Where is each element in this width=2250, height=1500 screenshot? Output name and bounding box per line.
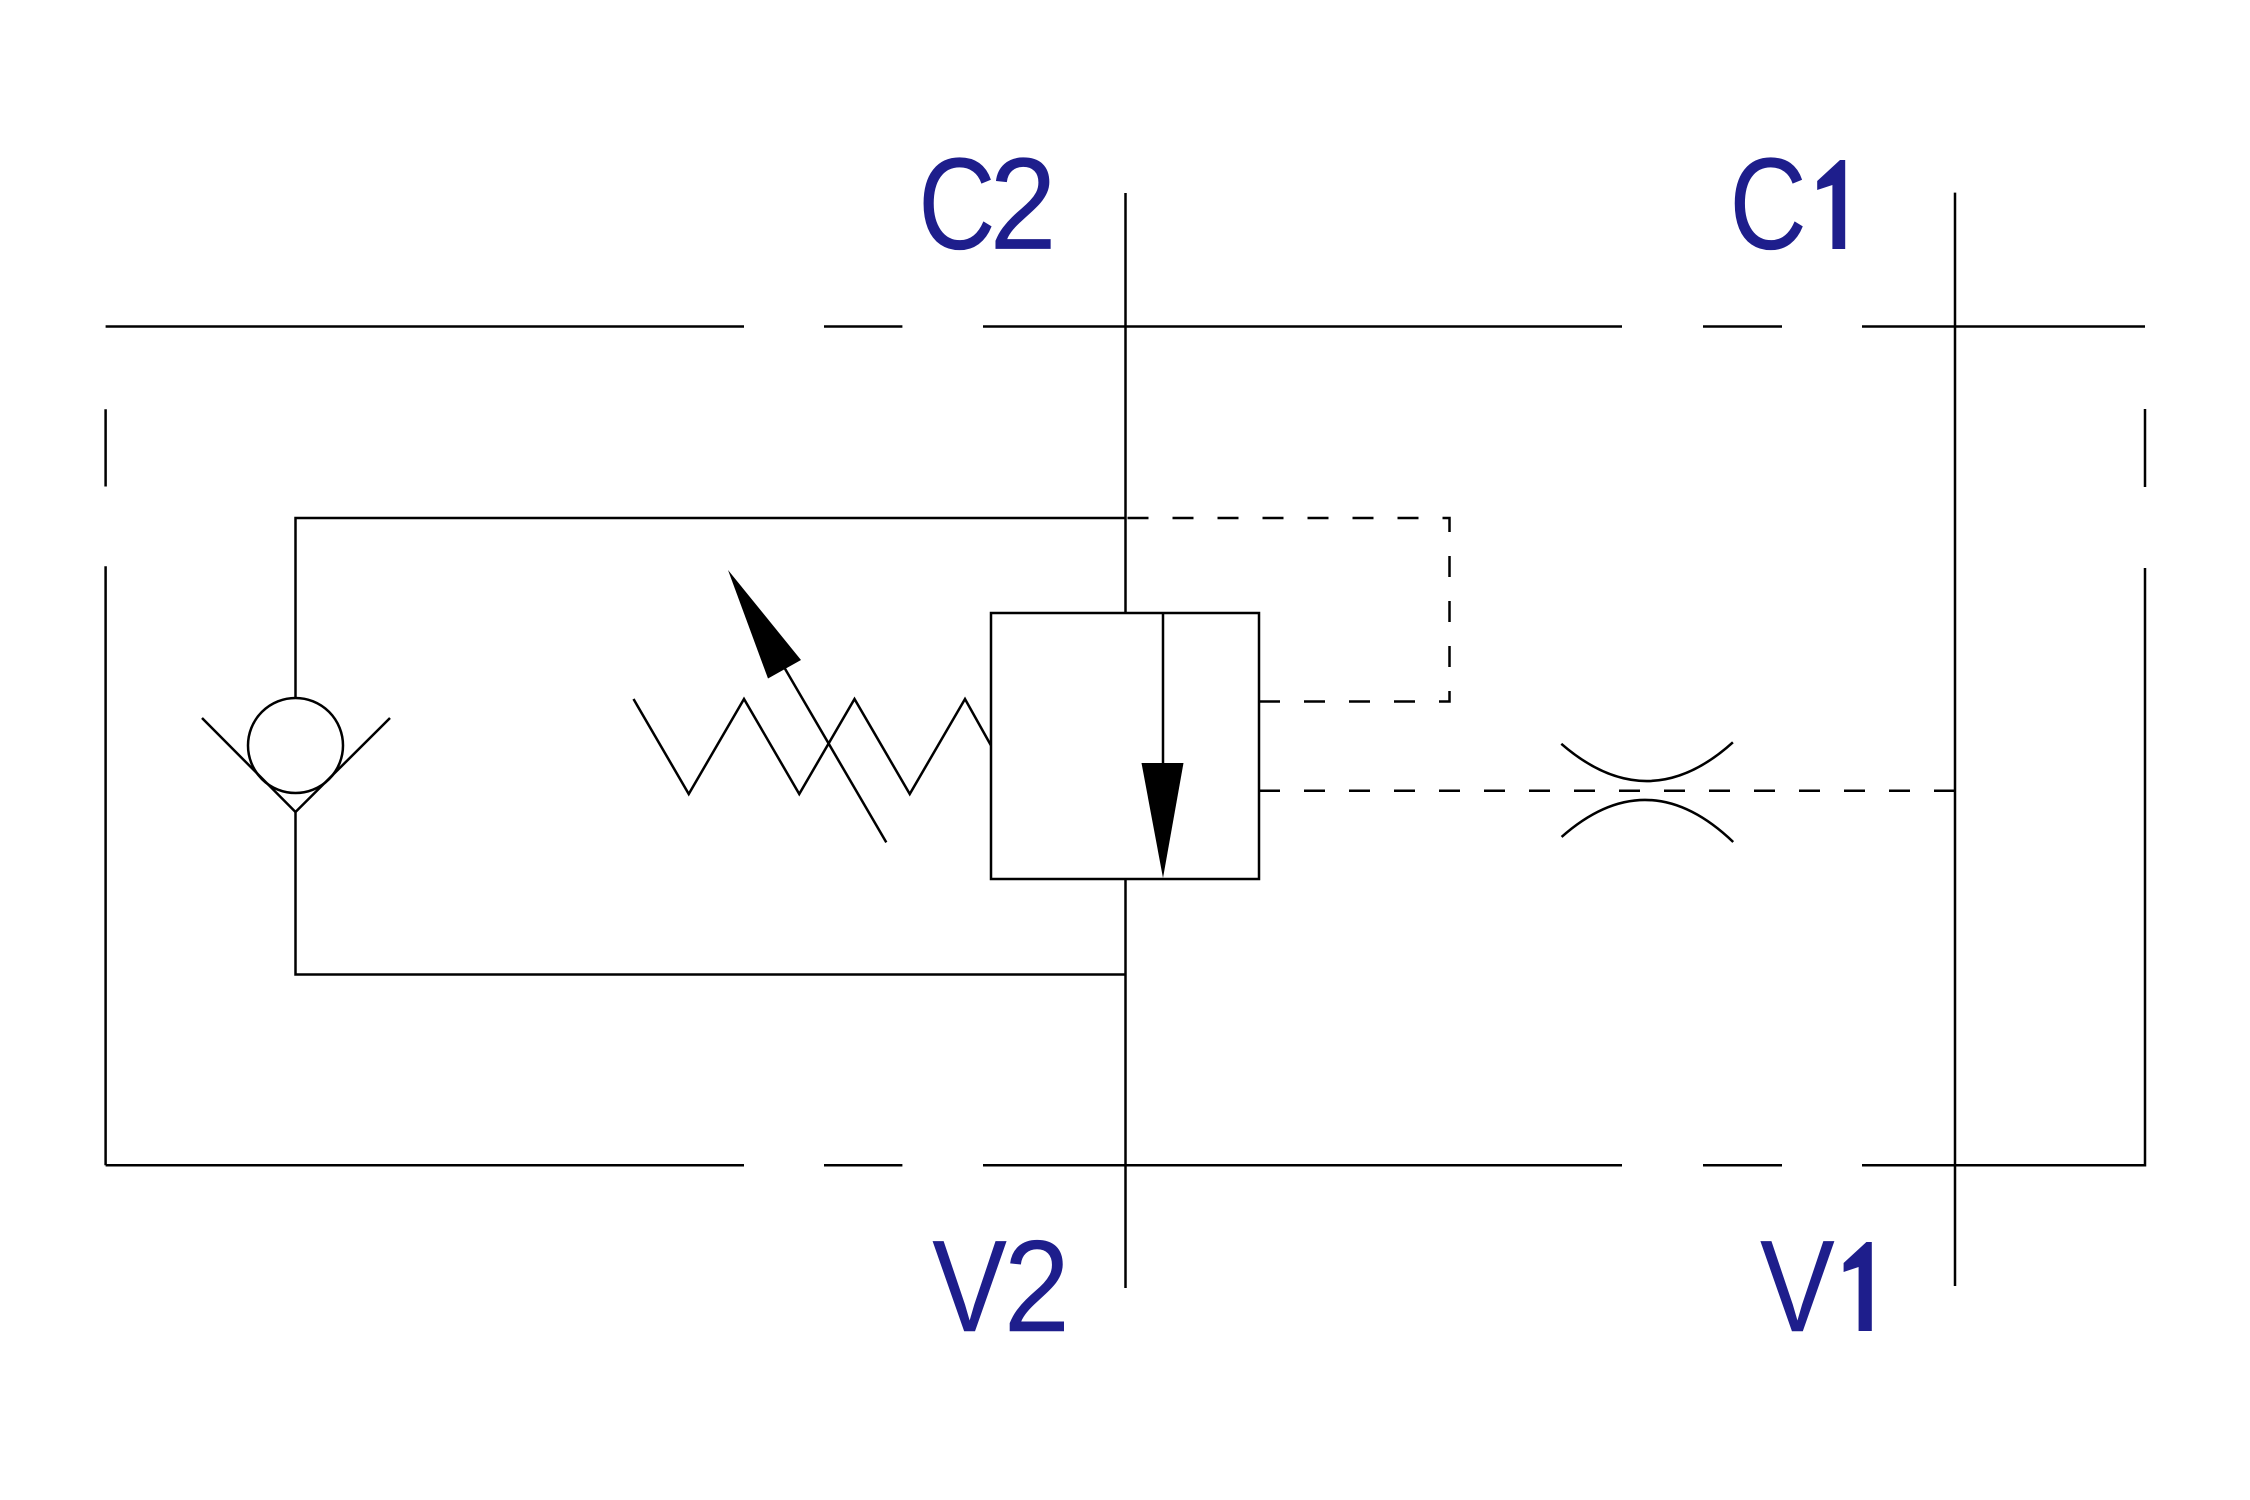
svg-text:V: V [932, 1213, 1007, 1359]
svg-text:2: 2 [1004, 1213, 1070, 1359]
svg-text:V: V [1760, 1213, 1835, 1359]
svg-text:2: 2 [989, 130, 1056, 276]
svg-text:C: C [918, 132, 996, 277]
svg-text:C: C [1729, 132, 1807, 277]
